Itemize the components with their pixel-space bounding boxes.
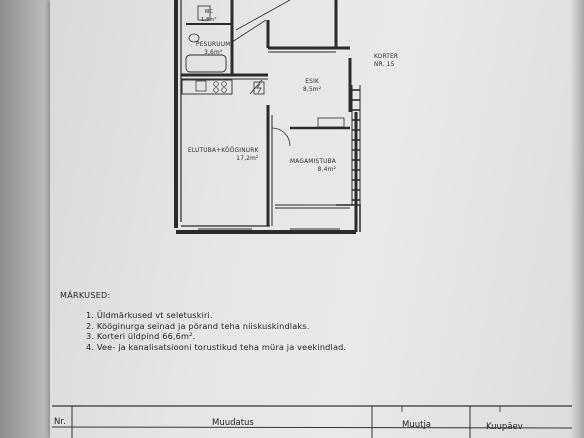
title-block-date: Kuupäev bbox=[486, 422, 523, 432]
room-name-bath: PESURUUM bbox=[196, 40, 231, 48]
door-swing-top bbox=[235, 0, 291, 31]
room-name-bedroom: MAGAMISTUBA bbox=[290, 157, 337, 165]
room-label-hall: ESIK 8,5m² bbox=[303, 77, 321, 93]
room-label-bath: PESURUUM 3,6m² bbox=[196, 40, 231, 56]
room-name-living: ELUTUBA+KÖÖGINURK bbox=[188, 146, 259, 154]
electrical-panel bbox=[253, 81, 265, 95]
title-block-nr: Nr. bbox=[54, 417, 66, 427]
document-sheet bbox=[50, 0, 584, 438]
neighbour-apartment-label: KORTER NR. 15 bbox=[374, 52, 398, 68]
kitchen-sink bbox=[195, 80, 207, 92]
room-area-hall: 8,5m² bbox=[303, 85, 322, 93]
door-swing-bedroom bbox=[271, 127, 291, 147]
neighbour-line-1: KORTER bbox=[374, 52, 399, 60]
room-label-living: ELUTUBA+KÖÖGINURK 17,2m² bbox=[188, 146, 259, 162]
room-label-bedroom: MAGAMISTUBA 8,4m² bbox=[290, 157, 336, 173]
wc-fixture bbox=[197, 5, 211, 21]
stove-ring-2 bbox=[221, 81, 227, 87]
room-label-wc: WC 1,8m² bbox=[201, 8, 217, 24]
room-area-living: 17,2m² bbox=[236, 154, 259, 162]
stove-ring-4 bbox=[221, 87, 227, 93]
wardrobe bbox=[317, 117, 345, 128]
room-name-hall: ESIK bbox=[305, 77, 320, 85]
kitchen-counter bbox=[181, 79, 233, 95]
room-area-bath: 3,6m² bbox=[204, 48, 223, 56]
notes-title: MÄRKUSED: bbox=[60, 291, 111, 300]
bathtub bbox=[185, 54, 227, 73]
stove-ring-3 bbox=[213, 87, 219, 93]
title-block-author: Muutja bbox=[402, 420, 432, 430]
note-item: 3. Korteri üldpind 66,6m². bbox=[86, 331, 196, 342]
balcony-hatching bbox=[352, 89, 360, 201]
title-block-change: Muudatus bbox=[212, 418, 254, 428]
room-area-wc: 1,8m² bbox=[201, 17, 217, 23]
door-swing-top2 bbox=[231, 19, 267, 43]
electrical-symbol bbox=[256, 83, 262, 94]
room-name-wc: WC bbox=[204, 9, 214, 15]
wall-balcony-bottom bbox=[336, 204, 361, 232]
page-edge-shadow bbox=[570, 0, 584, 438]
room-area-bedroom: 8,4m² bbox=[317, 165, 337, 173]
note-item: 1. Üldmärkused vt seletuskiri. bbox=[86, 310, 213, 320]
notes-list: 1. Üldmärkused vt seletuskiri. 2. Köögin… bbox=[86, 310, 406, 352]
neighbour-line-2: NR. 15 bbox=[374, 60, 395, 68]
washbasin bbox=[188, 33, 200, 43]
title-block-row-line bbox=[51, 426, 573, 429]
note-item: 4. Vee- ja kanalisatsiooni torustikud te… bbox=[86, 341, 347, 352]
stove-ring-1 bbox=[213, 81, 219, 87]
note-item: 2. Kööginurga seinad ja põrand teha niis… bbox=[86, 320, 310, 331]
